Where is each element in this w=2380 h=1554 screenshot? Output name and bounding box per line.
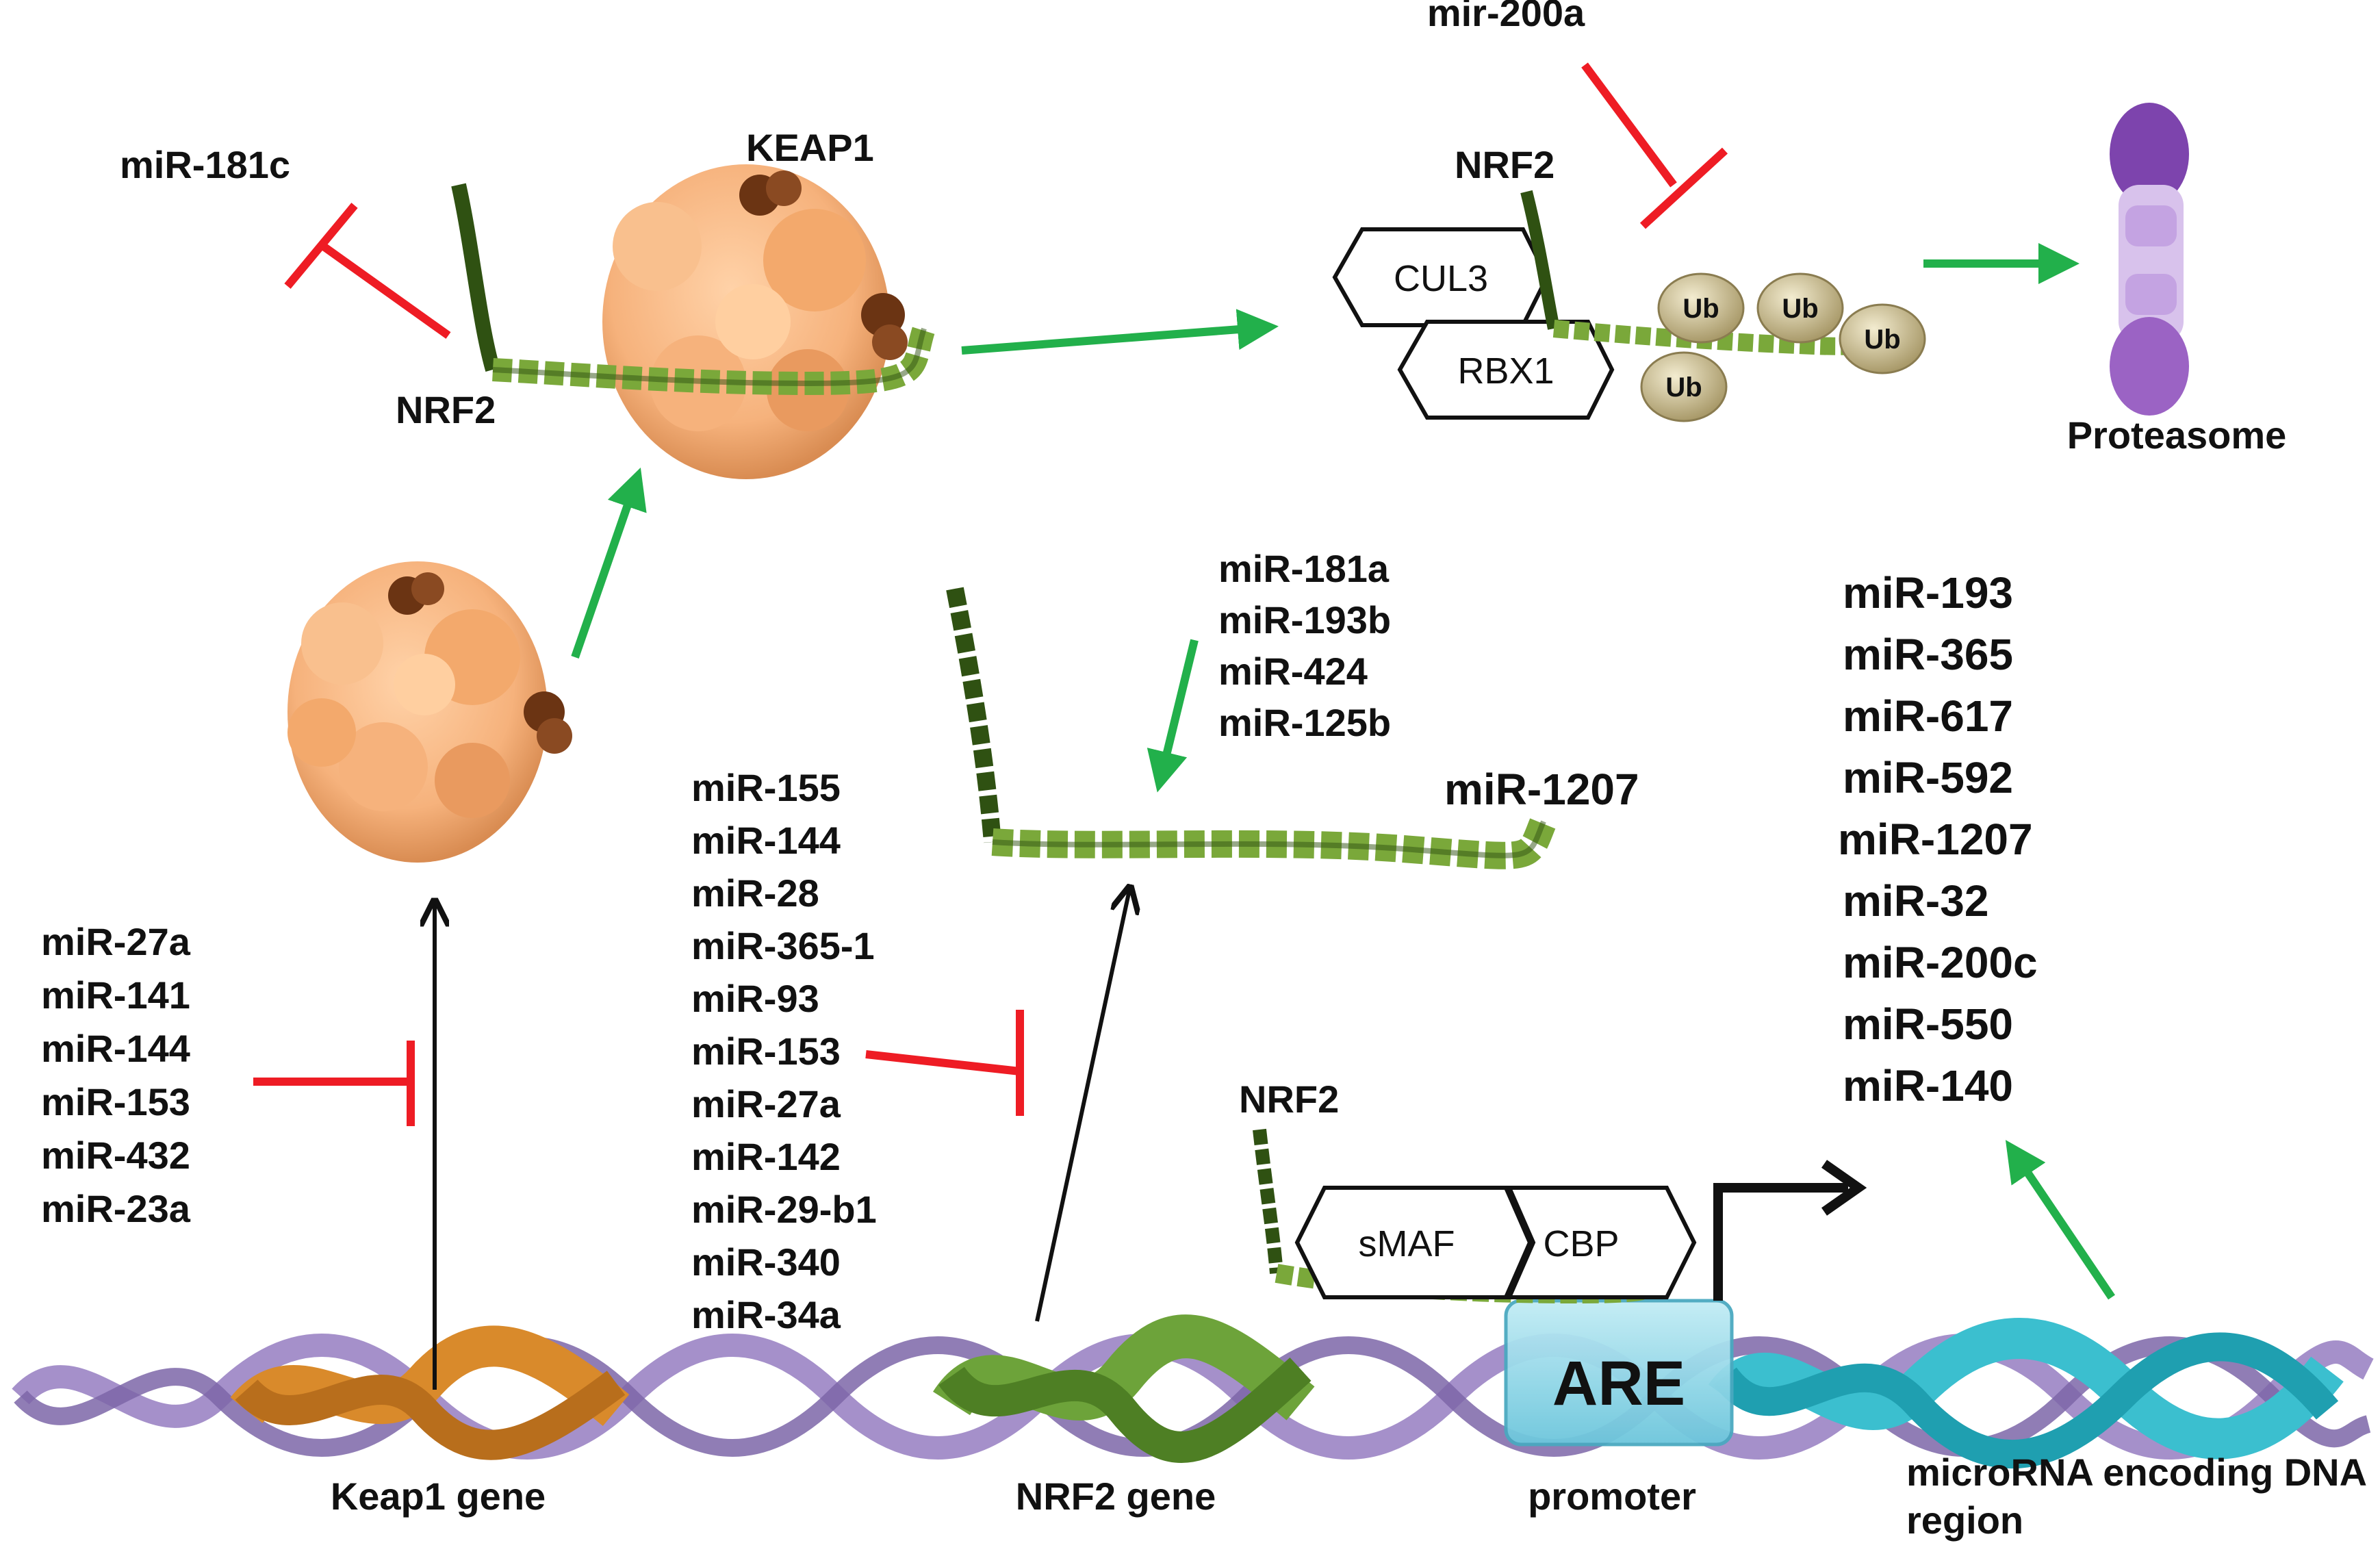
mir-200a-label: mir-200a (1427, 0, 1585, 34)
rbx1-box: RBX1 (1397, 320, 1615, 420)
microrna-dna-region (1708, 1318, 2344, 1469)
nrf2-inhibitor-item: miR-155 (691, 766, 841, 809)
promoter-label: promoter (1528, 1475, 1696, 1518)
microrna-expression-arrow (2005, 1140, 2115, 1300)
proteasome (2110, 103, 2189, 416)
activator-item: miR-125b (1218, 701, 1391, 744)
keap1-gene-segment (230, 1325, 630, 1460)
nrf2-inhibitor-item: miR-27a (691, 1082, 841, 1125)
keap1-label: KEAP1 (746, 126, 874, 169)
smaf-label: sMAF (1359, 1223, 1455, 1264)
cbp-box: CBP (1506, 1186, 1697, 1299)
keap1-gene-inhibition (253, 1041, 415, 1126)
rbx1-label: RBX1 (1457, 351, 1554, 392)
activator-item: miR-424 (1218, 650, 1368, 693)
nrf2-inhibitor-item: miR-365-1 (691, 924, 875, 967)
are-target-item: miR-140 (1843, 1061, 2013, 1110)
nrf2-gene-inhibition (865, 1010, 1024, 1116)
keap1-protein-complex (602, 164, 908, 479)
nrf2-helix-complex (451, 183, 936, 396)
mir-181c-label: miR-181c (120, 143, 290, 186)
nrf2-inhibitor-list: miR-155 miR-144 miR-28 miR-365-1 miR-93 … (691, 766, 877, 1336)
nrf2-inhibitor-item: miR-29-b1 (691, 1188, 877, 1231)
svg-text:Ub: Ub (1864, 324, 1900, 355)
are-label: ARE (1552, 1349, 1685, 1418)
nrf2-label-promoter: NRF2 (1239, 1078, 1339, 1121)
proteasome-label: Proteasome (2067, 413, 2287, 457)
keap1-inhibitor-item: miR-27a (41, 920, 191, 963)
keap1-gene-label: Keap1 gene (331, 1475, 546, 1518)
are-target-item: miR-365 (1843, 630, 2013, 679)
nrf2-inhibitor-item: miR-34a (691, 1293, 841, 1336)
are-target-item: miR-200c (1843, 938, 2038, 987)
nrf2-label-top-left: NRF2 (396, 388, 496, 431)
nrf2-gene-segment (933, 1314, 1315, 1463)
are-target-item: miR-32 (1843, 876, 1988, 926)
ub-2: Ub (1756, 272, 1844, 344)
ub-1: Ub (1657, 272, 1745, 344)
svg-text:Ub: Ub (1665, 372, 1702, 403)
nrf2-inhibitor-item: miR-142 (691, 1135, 841, 1178)
activator-item: miR-181a (1218, 547, 1390, 590)
smaf-box: sMAF (1294, 1186, 1533, 1299)
nrf2-helix-free (946, 587, 1557, 869)
nrf2-inhibitor-item: miR-144 (691, 819, 841, 862)
ub-3: Ub (1839, 303, 1926, 374)
ub-4: Ub (1640, 351, 1728, 422)
microrna-region-label-line2: region (1906, 1499, 2023, 1542)
are-target-item: miR-592 (1843, 753, 2013, 802)
activator-arrow (1147, 639, 1199, 793)
nrf2-label-top-right: NRF2 (1455, 143, 1554, 186)
activator-item: miR-193b (1218, 598, 1391, 641)
nrf2-inhibitor-item: miR-93 (691, 977, 819, 1020)
keap1-inhibitor-item: miR-23a (41, 1187, 191, 1230)
ubiquitin-chain: Ub Ub Ub Ub (1640, 272, 1926, 422)
are-target-item: miR-1207 (1838, 815, 2033, 864)
are-target-item: miR-550 (1843, 999, 2013, 1049)
transcription-start-arrow (1713, 1183, 1848, 1301)
complex-to-ubiquitination-arrow (961, 309, 1279, 355)
microrna-region-label-line1: microRNA encoding DNA (1906, 1451, 2367, 1494)
mir-181c-inhibition (284, 203, 451, 339)
nrf2-expression-arrow (1035, 890, 1129, 1322)
keap1-protein-free (287, 561, 572, 863)
cul3-label: CUL3 (1394, 258, 1488, 299)
are-target-list: miR-193 miR-365 miR-617 miR-592 miR-1207… (1838, 568, 2038, 1110)
keap1-inhibitor-list: miR-27a miR-141 miR-144 miR-153 miR-432 … (41, 920, 191, 1230)
svg-text:Ub: Ub (1682, 294, 1719, 324)
nrf2-inhibitor-item: miR-28 (691, 871, 819, 915)
cul3-box: CUL3 (1332, 227, 1550, 327)
nrf2-gene-label: NRF2 gene (1016, 1475, 1216, 1518)
nrf2-inhibitor-item: miR-340 (691, 1240, 841, 1284)
are-target-item: miR-193 (1843, 568, 2013, 617)
cbp-label: CBP (1543, 1223, 1619, 1264)
keap1-inhibitor-item: miR-141 (41, 973, 190, 1017)
nrf2-activator-list: miR-181a miR-193b miR-424 miR-125b (1218, 547, 1391, 744)
are-target-item: miR-617 (1843, 691, 2013, 741)
keap1-inhibitor-item: miR-153 (41, 1080, 190, 1123)
are-promoter-box: ARE (1504, 1299, 1734, 1447)
keap1-binding-arrow (571, 467, 647, 659)
mir-200a-inhibition (1581, 62, 1728, 229)
keap1-inhibitor-item: miR-432 (41, 1134, 190, 1177)
nrf2-inhibitor-item: miR-153 (691, 1030, 841, 1073)
svg-text:Ub: Ub (1782, 294, 1818, 324)
mir-1207-label-mid: miR-1207 (1444, 765, 1639, 814)
keap1-inhibitor-item: miR-144 (41, 1027, 190, 1070)
